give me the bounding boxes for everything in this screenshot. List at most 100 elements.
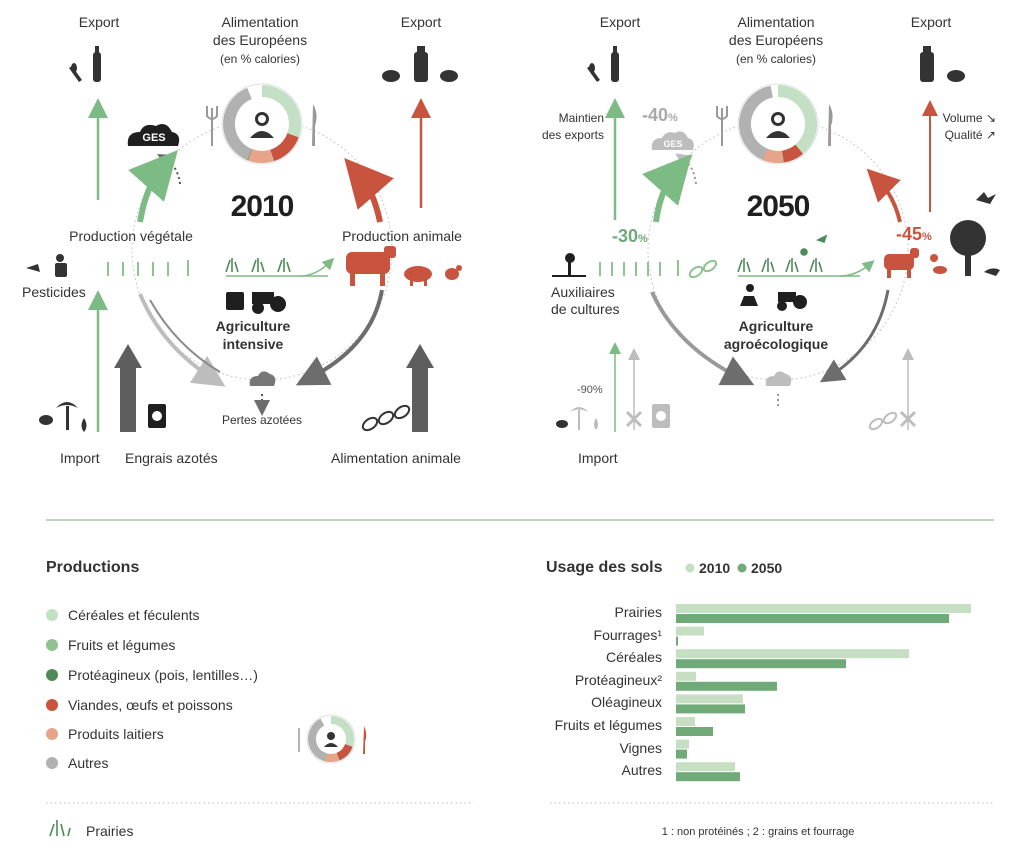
prairies-legend-label: Prairies: [86, 823, 134, 839]
animal-return-arrow: [819, 289, 890, 383]
export-label: Export: [910, 14, 952, 30]
engrais-azotes-label: Engrais azotés: [125, 450, 218, 466]
agri-agroeco-line2: agroécologique: [723, 336, 829, 352]
chart-title: Usage des sols: [546, 559, 663, 576]
category-label: Oléagineux: [591, 694, 662, 711]
small-livestock-icon: [930, 254, 947, 274]
ghg-label: GES: [663, 139, 683, 149]
fork-icon: [716, 106, 728, 146]
farmer-tractor-icon: [740, 284, 807, 311]
diet-donut-2050: [737, 83, 819, 165]
production-vegetale-label: Production végétale: [69, 228, 193, 244]
tree-wildlife-icon: [950, 192, 1000, 276]
fertilizer-import-arrow: [114, 344, 142, 432]
legend-item: Produits laitiers: [46, 726, 164, 742]
panel-2010: [26, 46, 462, 432]
vegetal-to-diet-arrow: [642, 154, 692, 223]
vegetal-return-arrow: [650, 291, 755, 386]
legend-item: Fruits et légumes: [46, 637, 175, 653]
ghg-change: -40%: [642, 105, 678, 125]
animal-return-arrow: [295, 289, 384, 386]
agri-agroeco-line1: Agriculture: [738, 318, 814, 334]
pig-icon: [404, 266, 432, 286]
diet-title-line2: des Européens: [728, 32, 824, 48]
volume-label: Volume ↘: [942, 111, 996, 125]
bar-2050-6: [676, 749, 687, 759]
bar-2010-2: [676, 649, 909, 659]
diet-donut-2010: [221, 83, 303, 165]
cross-icon: [899, 410, 917, 428]
legend-2050: 2050: [751, 560, 783, 576]
category-label: Protéagineux²: [574, 671, 662, 688]
grass-icon: [225, 258, 291, 273]
fodder-arrow: [299, 257, 335, 277]
vegetal-return-arrow-inner: [149, 299, 221, 373]
crops-icon: [107, 260, 189, 276]
diet-unit: (en % calories): [219, 52, 301, 66]
legend-dot-2010: [685, 563, 695, 573]
alimentation-animale-label: Alimentation animale: [331, 450, 461, 466]
bar-2050-0: [676, 614, 949, 623]
legumes-icon: [688, 259, 718, 279]
nitrogen-loss-icon: [765, 371, 792, 386]
milk-cheese-icon: [920, 46, 965, 82]
legend-item: Autres: [46, 755, 108, 771]
chart-footnote: 1 : non protéinés ; 2 : grains et fourra…: [661, 826, 855, 838]
import-label: Import: [60, 450, 100, 466]
person-icon: [250, 112, 274, 138]
legend-item: Protéagineux (pois, lentilles…): [46, 667, 258, 683]
year-2050: 2050: [746, 190, 811, 223]
pesticide-sprayer-icon: [26, 254, 67, 277]
land-use-bars: [676, 604, 971, 782]
legend-2010: 2010: [699, 560, 731, 576]
panel-2050: [552, 46, 1000, 432]
auxiliaires-line1: Auxiliaires: [551, 284, 615, 300]
pesticides-label: Pesticides: [22, 284, 86, 300]
bar-2050-3: [676, 681, 777, 691]
bar-2050-4: [676, 704, 745, 714]
cow-icon: [884, 248, 919, 278]
vegetal-return-arrow: [138, 293, 226, 387]
legend-dot: [46, 699, 58, 711]
production-animale-label: Production animale: [342, 228, 462, 244]
cross-icon: [625, 410, 643, 428]
legend-dot: [46, 639, 58, 651]
animal-change: -45%: [896, 224, 932, 244]
soybean-icon: [868, 411, 898, 431]
pertes-azotees-label: Pertes azotées: [221, 413, 303, 427]
bar-2010-7: [676, 762, 735, 772]
grass-flowers-icon: [737, 234, 828, 273]
crops-icon: [599, 260, 679, 276]
export-label: Export: [599, 14, 641, 30]
year-2010: 2010: [230, 190, 295, 223]
animal-to-diet-arrow: [866, 168, 902, 223]
bar-2050-7: [676, 772, 740, 782]
legend-item: Viandes, œufs et poissons: [46, 697, 233, 713]
person-icon: [766, 112, 790, 138]
legend-dot: [46, 609, 58, 621]
coffee-palm-oil-icon: [39, 402, 87, 432]
fertilizer-bag-icon: [148, 404, 166, 428]
import-change: -90%: [577, 384, 603, 396]
legend-item: Céréales et féculents: [46, 607, 200, 623]
animal-to-diet-arrow: [344, 157, 394, 223]
fertilizer-bag-icon: [652, 404, 670, 428]
bar-2010-6: [676, 739, 689, 749]
chicken-icon: [445, 265, 462, 280]
vegetal-change: -30%: [612, 226, 648, 246]
ghg-dotted-arrow: [675, 153, 697, 185]
diet-title-line2: des Européens: [212, 32, 308, 48]
legend-dot: [46, 728, 58, 740]
ghg-label: GES: [142, 132, 166, 144]
bar-2010-0: [676, 604, 971, 613]
fodder-arrow: [839, 260, 875, 277]
knife-icon: [363, 726, 367, 754]
import-label: Import: [578, 450, 618, 466]
diet-title-line1: Alimentation: [737, 14, 815, 30]
cow-icon: [346, 246, 396, 286]
flower-helper-icon: [552, 253, 586, 277]
legend-dot-2050: [737, 563, 747, 573]
maintien-line2: des exports: [541, 128, 604, 142]
qualite-label: Qualité ↗: [944, 128, 996, 142]
